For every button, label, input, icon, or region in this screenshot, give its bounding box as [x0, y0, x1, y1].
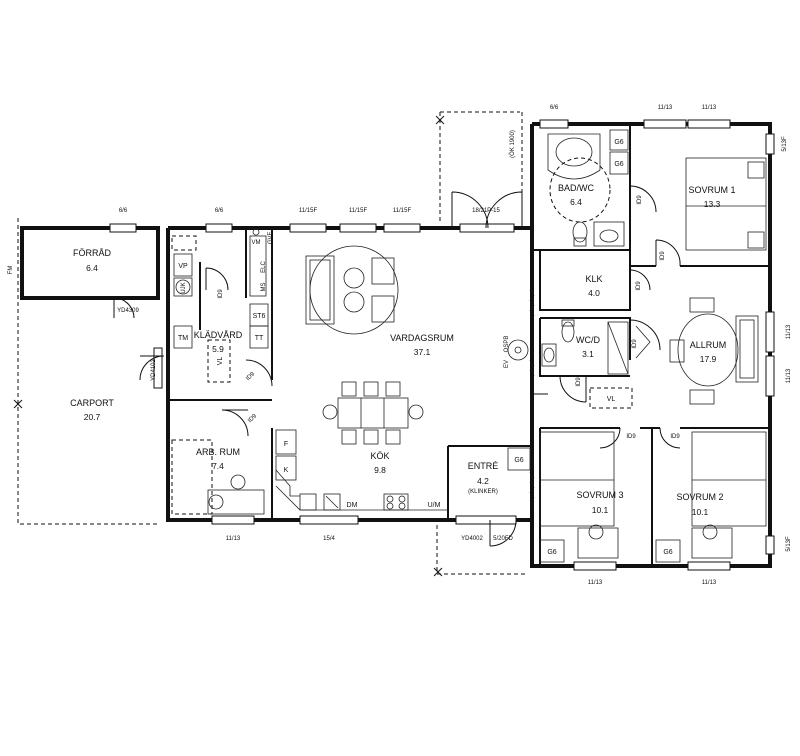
room-area-forrad: 6.4 — [86, 263, 98, 273]
room-area-vardagsrum: 37.1 — [414, 347, 431, 357]
label-vl-hall: VL — [607, 396, 616, 403]
room-area-entre: 4.2 — [477, 476, 489, 486]
door-label-entre: YD4002 — [461, 536, 483, 542]
win-label-entre: 5/20FD — [493, 536, 513, 542]
win-label-altan: 18/21P-15 — [472, 208, 500, 214]
room-area-kok: 9.8 — [374, 465, 386, 475]
label-vp: VP — [178, 263, 188, 270]
win-label-sov2-side: 5/13F — [786, 536, 792, 552]
win-label-allrum1: 11/13 — [786, 324, 792, 339]
door-label-bad: ID9 — [637, 195, 643, 205]
room-area-klk: 4.0 — [588, 288, 600, 298]
door-label-sov2: ID9 — [670, 434, 680, 440]
label-tm: TM — [178, 335, 188, 342]
win-label-vr3: 11/15F — [393, 208, 412, 214]
label-um: U/M — [428, 502, 441, 509]
label-vm: VM — [252, 240, 261, 246]
room-name-forrad: FÖRRÅD — [73, 248, 112, 258]
door-label-wc: ID9 — [632, 339, 638, 349]
label-f: F — [284, 441, 288, 448]
windows — [109, 119, 775, 571]
label-tt: TT — [255, 335, 264, 342]
win-label-side-bad: 5/13F — [782, 136, 788, 152]
room-area-allrum: 17.9 — [700, 354, 717, 364]
room-name-kladvard: KLÄDVÅRD — [194, 330, 243, 340]
door-label-arb: ID9 — [247, 413, 258, 424]
win-label-forrad: 6/6 — [119, 208, 128, 214]
room-area-kladvard: 5.9 — [212, 344, 224, 354]
win-label-sov2: 11/13 — [702, 580, 717, 586]
door-labels: ID9 ID9 ID9 ID9 ID9 ID9 ID9 ID9 ID9 ID9 … — [117, 195, 680, 542]
room-name-entre: ENTRÉ — [468, 461, 499, 471]
win-label-vr1: 11/15F — [299, 208, 318, 214]
room-name-carport: CARPORT — [70, 398, 114, 408]
label-ms: MS — [261, 283, 267, 292]
roof-outline — [13, 111, 527, 577]
room-name-allrum: ALLRUM — [690, 340, 727, 350]
room-name-klk: KLK — [585, 274, 602, 284]
fixture-labels: VP UJK TM TT ST6 VL MS ELC VM GVF K F DM… — [8, 139, 673, 556]
win-label-gv: (ÖK 1900) — [509, 130, 516, 158]
label-ev: EV — [504, 360, 510, 368]
room-area-wcd: 3.1 — [582, 349, 594, 359]
door-label-klad: ID9 — [218, 289, 224, 299]
exterior-walls — [20, 122, 772, 568]
win-label-allrum2: 11/13 — [786, 368, 792, 383]
room-area-carport: 20.7 — [84, 412, 101, 422]
room-area-arbrum: 7.4 — [212, 461, 224, 471]
room-name-kok: KÖK — [370, 451, 389, 461]
door-label-hall: ID9 — [576, 377, 582, 387]
label-g6-sov2: G6 — [663, 549, 672, 556]
label-ujk: UJK — [181, 282, 187, 293]
room-name-badwc: BAD/WC — [558, 183, 595, 193]
room-name-sovrum2: SOVRUM 2 — [676, 492, 723, 502]
window-labels: 6/6 6/6 11/15F 11/15F 11/15F 18/21P-15 6… — [119, 105, 792, 586]
win-label-kladvard: 6/6 — [215, 208, 224, 214]
win-label-sov3: 11/13 — [588, 580, 603, 586]
label-vl: VL — [217, 357, 224, 366]
label-g6-bad1: G6 — [614, 139, 623, 146]
room-area-sovrum1: 13.3 — [704, 199, 721, 209]
room-area-sovrum2: 10.1 — [692, 507, 709, 517]
room-name-wcd: WC/D — [576, 335, 600, 345]
label-g6-entre: G6 — [514, 457, 523, 464]
door-label-sov3: ID9 — [626, 434, 636, 440]
win-label-sov1a: 11/13 — [658, 105, 673, 111]
room-note-entre: (KLINKER) — [468, 489, 498, 495]
room-name-sovrum1: SOVRUM 1 — [688, 185, 735, 195]
door-label-forrad: YD4309 — [117, 308, 139, 314]
room-labels: FÖRRÅD 6.4 CARPORT 20.7 KLÄDVÅRD 5.9 ARB… — [70, 183, 735, 517]
room-name-arbrum: ARB. RUM — [196, 447, 240, 457]
label-elc: ELC — [261, 260, 267, 272]
door-label-klk: ID9 — [660, 251, 666, 261]
win-label-kok: 15/4 — [323, 536, 335, 542]
win-label-sov1b: 11/13 — [702, 105, 717, 111]
label-dm: DM — [347, 502, 358, 509]
label-st6: ST6 — [253, 313, 266, 320]
label-fm: FM — [8, 266, 14, 275]
label-ospb: OSPB — [504, 336, 510, 353]
label-k: K — [284, 467, 289, 474]
room-name-vardagsrum: VARDAGSRUM — [390, 333, 454, 343]
room-area-sovrum3: 10.1 — [592, 505, 609, 515]
room-area-badwc: 6.4 — [570, 197, 582, 207]
win-label-vr2: 11/15F — [349, 208, 368, 214]
label-g6-sov3: G6 — [547, 549, 556, 556]
label-g6-bad2: G6 — [614, 161, 623, 168]
door-label-klk2: ID9 — [636, 281, 642, 291]
win-label-bad: 6/6 — [550, 105, 559, 111]
doors — [113, 185, 681, 547]
furniture — [171, 129, 767, 563]
door-label-kladvard: YD4102 — [151, 358, 157, 380]
room-name-sovrum3: SOVRUM 3 — [576, 490, 623, 500]
win-label-arb: 11/13 — [226, 536, 241, 542]
label-gvf: GVF — [268, 232, 274, 245]
door-label-kok: ID9 — [245, 371, 256, 382]
